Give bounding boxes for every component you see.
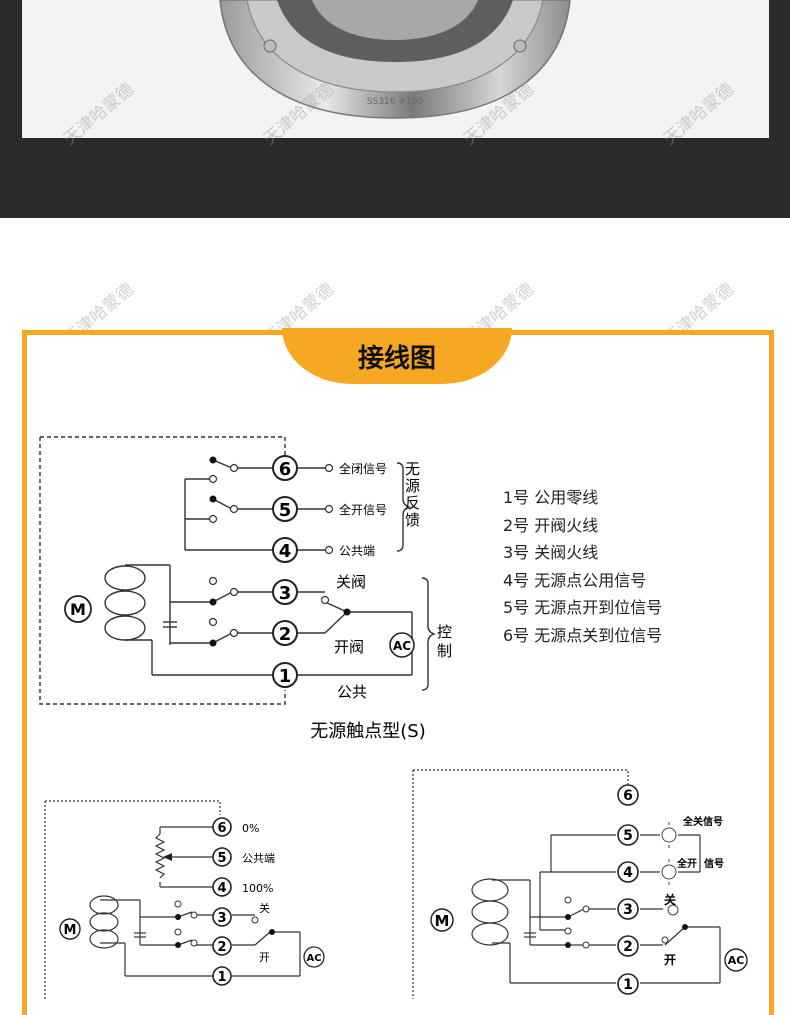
ac-label: AC xyxy=(728,954,745,967)
terminal-label: 1 xyxy=(623,977,633,993)
ac-label: AC xyxy=(306,953,321,964)
photo-stamp: SS316 #100 xyxy=(367,97,423,107)
common-end-label: 公共端 xyxy=(339,544,375,558)
terminal-label: 5 xyxy=(217,851,226,866)
terminal-label: 2 xyxy=(217,940,226,955)
full-open-label: 全开 xyxy=(676,857,697,870)
pot-terminals: 6 5 4 3 2 1 xyxy=(212,817,232,986)
legend-item: 2号 开阀火线 xyxy=(503,515,599,535)
product-photo: SS316 #100 xyxy=(22,0,769,138)
terminal-label: 6 xyxy=(217,821,226,836)
ac-symbol xyxy=(303,946,325,968)
motor-label: M xyxy=(64,923,77,938)
close-valve-label: 关阀 xyxy=(336,573,366,591)
passive-terminals: 6 5 4 3 2 1 xyxy=(272,455,298,688)
terminal-label: 4 xyxy=(279,541,292,562)
motor-label: M xyxy=(435,912,450,930)
control-label: 控制 xyxy=(435,624,453,662)
terminal-label: 6 xyxy=(623,788,633,804)
diagram-caption: 无源触点型(S) xyxy=(310,721,425,742)
lamp-terminals: 6 5 4 3 2 1 xyxy=(617,784,639,995)
motor-symbol xyxy=(430,908,454,932)
passive-feedback-label: 无源反馈 xyxy=(403,461,421,529)
legend-item: 5号 无源点开到位信号 xyxy=(503,598,663,617)
motor-symbol xyxy=(59,918,81,940)
full-open-signal-label: 全开信号 xyxy=(339,502,387,517)
close-label: 关 xyxy=(259,901,270,915)
signal-label: 信号 xyxy=(704,857,724,870)
open-label: 开 xyxy=(259,951,270,964)
title-tab xyxy=(282,328,512,384)
common-end-label: 公共端 xyxy=(242,852,275,865)
legend-item: 1号 公用零线 xyxy=(503,488,599,507)
close-label: 关 xyxy=(664,892,676,907)
terminal-label: 1 xyxy=(217,970,226,985)
legend-item: 3号 关阀火线 xyxy=(503,543,599,562)
ac-label: AC xyxy=(393,639,411,653)
open-valve-label: 开阀 xyxy=(334,638,364,656)
terminal-label: 2 xyxy=(623,939,633,955)
open-label: 开 xyxy=(664,953,676,967)
motor-symbol xyxy=(64,595,92,623)
diagram-title: 接线图 xyxy=(357,344,436,374)
ac-symbol xyxy=(724,948,748,972)
terminal-label: 3 xyxy=(623,902,633,918)
full-close-signal-label: 全关信号 xyxy=(682,815,723,828)
terminal-label: 5 xyxy=(279,500,292,521)
terminal-label: 4 xyxy=(623,865,633,881)
legend-item: 6号 无源点关到位信号 xyxy=(503,625,663,645)
wiring-panel xyxy=(22,330,774,1015)
legend-item: 4号 无源点公用信号 xyxy=(503,570,647,590)
terminal-label: 2 xyxy=(279,624,292,645)
common-label: 公共 xyxy=(337,683,367,701)
zero-percent-label: 0% xyxy=(242,822,259,835)
terminal-label: 4 xyxy=(217,881,226,896)
terminal-legend: 1号 公用零线 2号 开阀火线 3号 关阀火线 4号 无源点公用信号 5号 无源… xyxy=(503,484,662,649)
motor-label: M xyxy=(70,600,86,619)
terminal-label: 1 xyxy=(279,666,292,687)
hundred-percent-label: 100% xyxy=(242,882,273,895)
ac-symbol xyxy=(389,632,415,658)
valve-flange-image: SS316 #100 xyxy=(219,0,571,119)
terminal-label: 6 xyxy=(279,459,292,480)
terminal-label: 3 xyxy=(217,911,226,926)
full-close-signal-label: 全闭信号 xyxy=(339,461,387,476)
terminal-label: 5 xyxy=(623,828,633,844)
terminal-label: 3 xyxy=(279,583,292,604)
